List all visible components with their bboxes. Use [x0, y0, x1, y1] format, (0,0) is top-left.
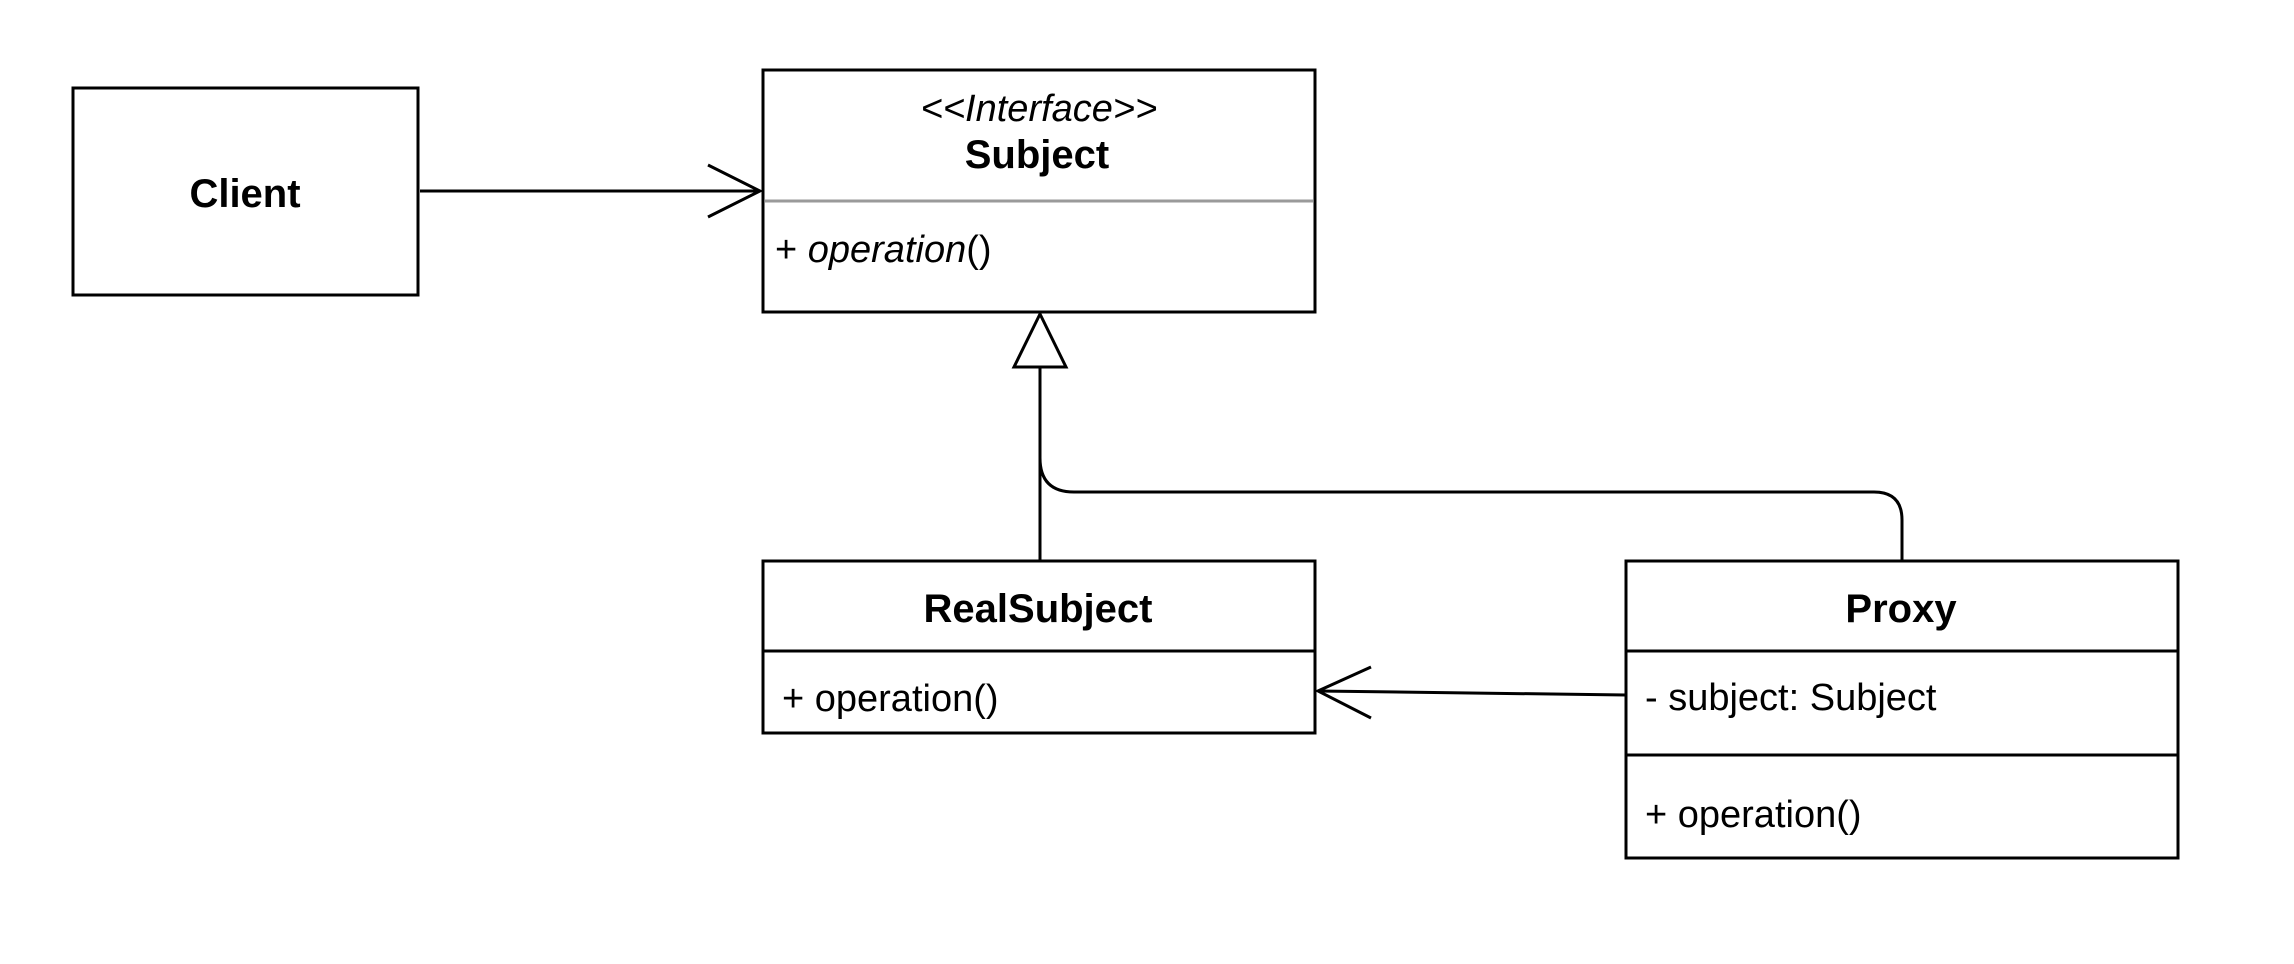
edge-proxy-to-subject[interactable]: [1038, 457, 1904, 560]
subject-operation-suffix: (): [966, 229, 991, 271]
realsubject-operation: + operation(): [782, 678, 999, 720]
edge-proxy-to-realsubject[interactable]: [1317, 689, 1627, 697]
proxy-attribute: - subject: Subject: [1645, 677, 1937, 719]
realsubject-box: [761, 559, 1317, 735]
edges: [420, 163, 1904, 720]
subject-box: [761, 68, 1317, 314]
client-box: [71, 86, 420, 297]
client-name: Client: [189, 172, 300, 216]
subject-stereotype: <<Interface>>: [921, 88, 1158, 130]
class-proxy[interactable]: Proxy - subject: Subject + operation(): [1624, 559, 2180, 860]
subject-operation: + operation(): [775, 229, 992, 271]
class-client[interactable]: Client: [71, 86, 420, 297]
proxy-name: Proxy: [1845, 587, 1957, 631]
class-realsubject[interactable]: RealSubject + operation(): [761, 559, 1317, 735]
realsubject-name: RealSubject: [924, 587, 1153, 631]
subject-operation-prefix: +: [775, 229, 808, 271]
class-subject[interactable]: <<Interface>> Subject + operation(): [761, 68, 1317, 314]
realization-triangle: [1011, 310, 1069, 369]
subject-name: Subject: [965, 133, 1109, 177]
open-arrowhead-realsubject: [1314, 665, 1372, 720]
open-arrowhead-subject: [707, 163, 764, 219]
proxy-operation: + operation(): [1645, 794, 1862, 836]
subject-operation-name: operation: [808, 229, 966, 271]
proxy-box: [1624, 559, 2180, 860]
